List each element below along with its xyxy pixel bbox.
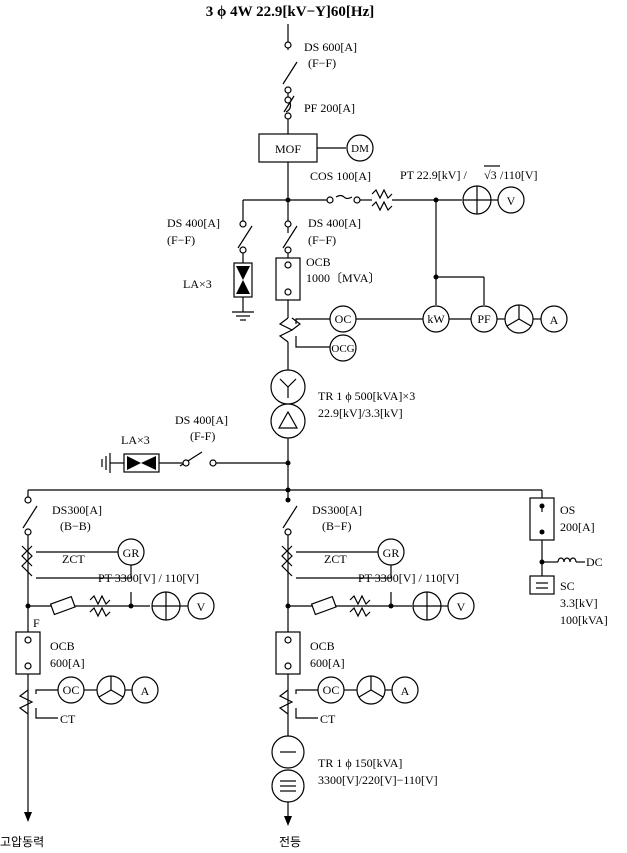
- feeder-center: DS300[A] (B−F) GR ZCT PT 3300[V] / 110[V…: [271, 503, 475, 849]
- v-meter-1: V: [507, 194, 516, 208]
- center-tr-ratio: 3300[V]/220[V]−110[V]: [318, 773, 438, 787]
- a-meter-main: A: [550, 313, 559, 327]
- main-tr-label: TR 1 ϕ 500[kVA]×3: [318, 389, 415, 403]
- os-rating: 200[A]: [560, 520, 595, 534]
- left-ocb-rating: 600[A]: [50, 656, 85, 670]
- left-gr-relay: GR: [123, 546, 140, 560]
- oc-relay-main: OC: [335, 312, 352, 326]
- ds-600-label: DS 600[A]: [304, 40, 357, 54]
- dm-label: DM: [351, 143, 369, 155]
- left-a-meter: A: [141, 684, 150, 698]
- left-pt-label: PT 3300[V] / 110[V]: [98, 571, 199, 585]
- pt-tail: /110[V]: [500, 168, 538, 182]
- center-ds-sub: (B−F): [322, 519, 351, 533]
- center-tr-label: TR 1 ϕ 150[kVA]: [318, 756, 402, 770]
- ds400-sub-2: (F-F): [190, 429, 215, 443]
- power-fuse: PF 200[A]: [283, 95, 355, 134]
- kw-meter: kW: [427, 312, 445, 326]
- left-ct-label: CT: [60, 712, 76, 726]
- left-ocb-label: OCB: [50, 639, 75, 653]
- bus-bar: [28, 487, 542, 503]
- cos-pt-branch: COS 100[A] PT 22.9[kV] / √3 /110[V] V: [288, 165, 538, 305]
- left-f-label: F: [33, 616, 40, 630]
- la-ds-sub: (F−F): [167, 233, 195, 247]
- dc-label: DC: [586, 555, 603, 569]
- left-v-meter: V: [197, 600, 206, 614]
- center-v-meter: V: [457, 600, 466, 614]
- main-ds-ocb: DS 400[A] (F−F) OCB 1000〔MVA〕 OC OCG kW …: [275, 216, 568, 370]
- left-zct-label: ZCT: [62, 552, 85, 566]
- la-branch-1: DS 400[A] (F−F) LA×3: [167, 199, 288, 321]
- pt-label: PT 22.9[kV] /: [400, 168, 467, 182]
- pf-meter: PF: [477, 312, 491, 326]
- diagram-title: 3 ϕ 4W 22.9[kV−Y]60[Hz]: [206, 4, 374, 20]
- center-ocb-rating: 600[A]: [310, 656, 345, 670]
- center-ds-label: DS300[A]: [312, 503, 362, 517]
- mof-unit: MOF DM: [258, 133, 374, 163]
- main-ocb-rating: 1000〔MVA〕: [306, 271, 380, 285]
- center-oc-relay: OC: [323, 683, 340, 697]
- incoming-line: [284, 24, 292, 50]
- pt-sqrt: √3: [484, 168, 497, 182]
- center-ocb-label: OCB: [310, 639, 335, 653]
- left-ds-label: DS300[A]: [52, 503, 102, 517]
- main-ds-label: DS 400[A]: [308, 216, 361, 230]
- sc-label: SC: [560, 579, 575, 593]
- os-label: OS: [560, 503, 575, 517]
- center-ct-label: CT: [320, 712, 336, 726]
- main-tr-ratio: 22.9[kV]/3.3[kV]: [318, 406, 403, 420]
- center-zct-label: ZCT: [324, 552, 347, 566]
- mof-label: MOF: [275, 142, 301, 156]
- ds-600-sub: (F−F): [308, 56, 336, 70]
- la3-label: LA×3: [183, 277, 212, 291]
- center-pt-label: PT 3300[V] / 110[V]: [358, 571, 459, 585]
- secondary-la-branch: LA×3 DS 400[A] (F-F): [101, 413, 291, 473]
- ds-600-switch: DS 600[A] (F−F): [282, 40, 357, 97]
- cos-label: COS 100[A]: [310, 169, 371, 183]
- center-output-label: 전등: [279, 835, 301, 849]
- center-a-meter: A: [401, 684, 410, 698]
- la-ds-label: DS 400[A]: [167, 216, 220, 230]
- center-gr-relay: GR: [383, 546, 400, 560]
- sc-voltage: 3.3[kV]: [560, 596, 598, 610]
- pf-200-label: PF 200[A]: [304, 101, 355, 115]
- feeder-right: OS 200[A] DC SC 3.3[kV] 100[kVA]: [529, 490, 608, 627]
- main-transformer: TR 1 ϕ 500[kVA]×3 22.9[kV]/3.3[kV]: [270, 369, 415, 490]
- ocg-relay-main: OCG: [331, 343, 354, 355]
- ds400-label-2: DS 400[A]: [175, 413, 228, 427]
- main-ocb-label: OCB: [306, 255, 331, 269]
- left-output-label: 고압동력: [0, 835, 44, 849]
- left-oc-relay: OC: [63, 683, 80, 697]
- la3-label-2: LA×3: [121, 433, 150, 447]
- sc-kva: 100[kVA]: [560, 613, 608, 627]
- left-ds-sub: (B−B): [60, 519, 91, 533]
- main-ds-sub: (F−F): [308, 233, 336, 247]
- feeder-left: DS300[A] (B−B) GR ZCT PT 3300[V] / 110[V…: [0, 490, 215, 849]
